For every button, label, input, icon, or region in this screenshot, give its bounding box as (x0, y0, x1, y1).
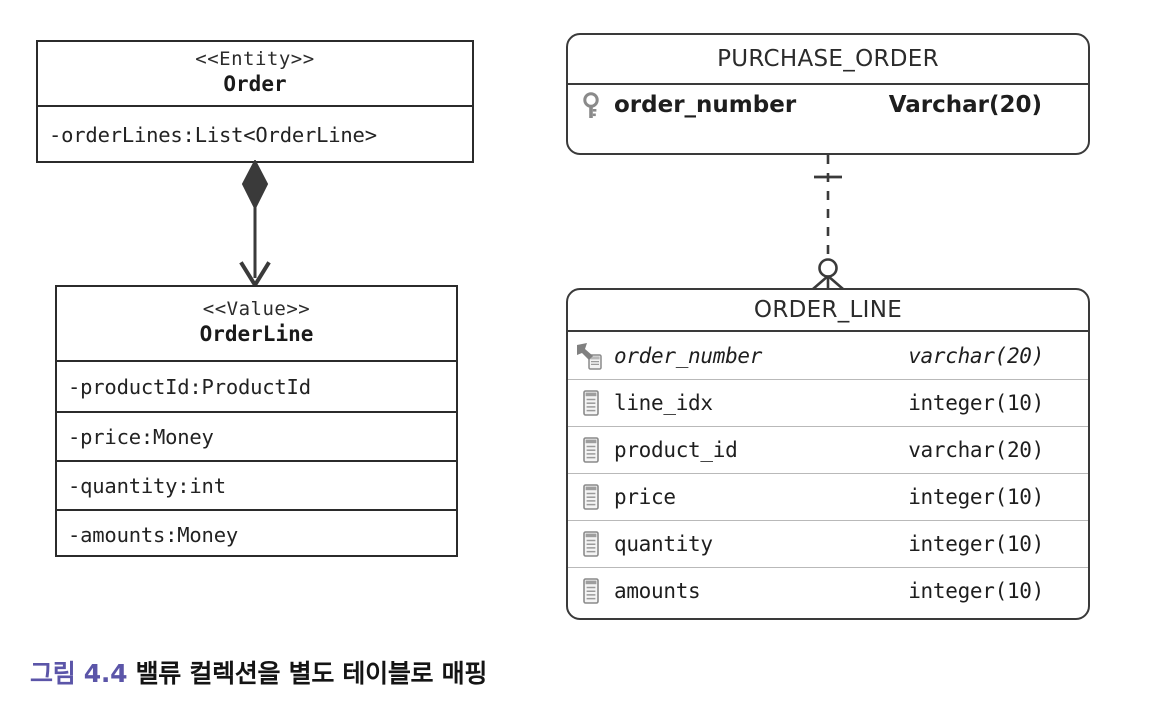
uml-class-orderline-attribute: -amounts:Money (57, 509, 456, 558)
column-icon (568, 390, 614, 416)
erd-row: product_id varchar(20) (568, 426, 1088, 473)
erd-column-type: Varchar(20) (888, 92, 1042, 118)
erd-row: order_number varchar(20) (568, 332, 1088, 379)
erd-row: price integer(10) (568, 473, 1088, 520)
uml-class-orderline-name: OrderLine (199, 322, 314, 347)
uml-class-orderline-attribute: -price:Money (57, 411, 456, 460)
composition-connector (239, 160, 271, 288)
erd-column-type: varchar(20) (908, 438, 1044, 462)
erd-row: order_number Varchar(20) (568, 85, 1088, 153)
erd-column-name: line_idx (614, 391, 713, 415)
erd-column-type: integer(10) (908, 532, 1044, 556)
erd-table-purchase-order: PURCHASE_ORDER order_number Varchar(20) (566, 33, 1090, 155)
column-icon (568, 484, 614, 510)
figure-caption: 그림 4.4 밸류 컬렉션을 별도 테이블로 매핑 (30, 654, 487, 690)
erd-column-type: integer(10) (908, 485, 1044, 509)
composition-diamond-icon (241, 160, 269, 211)
erd-table-order-line: ORDER_LINE order_number varchar(20) (566, 288, 1090, 620)
figure-caption-text: 밸류 컬렉션을 별도 테이블로 매핑 (127, 659, 488, 688)
foreign-key-icon (568, 342, 614, 370)
uml-class-order-name: Order (223, 72, 287, 97)
uml-class-orderline-attribute: -productId:ProductId (68, 374, 311, 399)
uml-class-orderline-header: <<Value>> OrderLine (57, 287, 456, 362)
erd-table-order-line-title: ORDER_LINE (568, 290, 1088, 332)
uml-class-order-stereotype: <<Entity>> (195, 48, 315, 71)
figure-number: 그림 4.4 (30, 659, 128, 688)
erd-column-name: price (614, 485, 676, 509)
primary-key-icon (568, 92, 614, 120)
erd-column-type: varchar(20) (908, 343, 1044, 368)
uml-class-order-attribute: -orderLines:List<OrderLine> (49, 122, 377, 147)
erd-row: quantity integer(10) (568, 520, 1088, 567)
erd-column-name: product_id (614, 438, 738, 462)
erd-column-type: integer(10) (908, 579, 1044, 603)
column-icon (568, 437, 614, 463)
erd-relationship-connector (812, 155, 844, 289)
erd-column-name: amounts (614, 579, 701, 603)
erd-column-type: integer(10) (908, 391, 1044, 415)
column-icon (568, 578, 614, 604)
crows-foot-icon (812, 275, 844, 289)
erd-column-name: order_number (614, 92, 797, 118)
erd-row: amounts integer(10) (568, 567, 1088, 614)
erd-column-name: order_number (614, 343, 763, 368)
column-icon (568, 531, 614, 557)
uml-class-orderline: <<Value>> OrderLine -productId:ProductId… (55, 285, 458, 557)
uml-class-order: <<Entity>> Order -orderLines:List<OrderL… (36, 40, 474, 163)
cardinality-zero-circle-icon (818, 258, 838, 278)
erd-table-purchase-order-title: PURCHASE_ORDER (568, 35, 1088, 85)
uml-class-order-header: <<Entity>> Order (38, 42, 472, 107)
uml-class-orderline-attribute: -quantity:int (57, 460, 456, 509)
erd-column-name: quantity (614, 532, 713, 556)
uml-class-orderline-stereotype: <<Value>> (202, 298, 311, 321)
erd-row: line_idx integer(10) (568, 379, 1088, 426)
